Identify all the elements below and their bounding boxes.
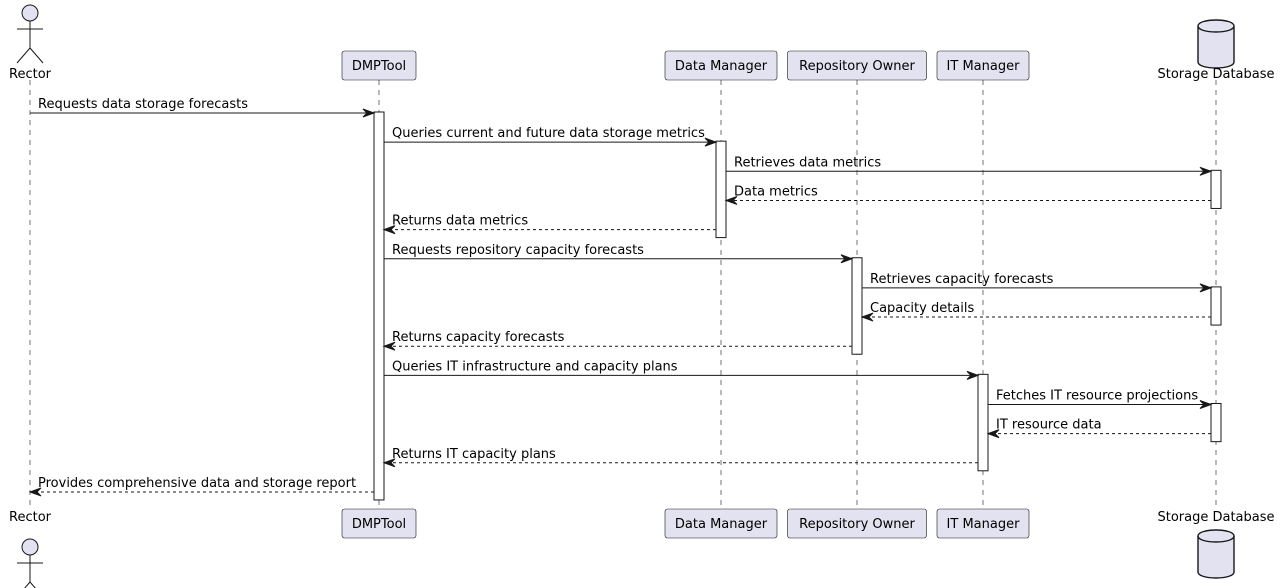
message-6: Requests repository capacity forecasts <box>384 243 854 264</box>
message-label: Returns data metrics <box>392 214 528 229</box>
message-label: Capacity details <box>870 301 974 316</box>
message-4: Data metrics <box>724 184 1211 205</box>
message-14: Provides comprehensive data and storage … <box>28 476 374 497</box>
participant-label: Repository Owner <box>799 59 915 74</box>
arrow-head-icon <box>986 429 1000 439</box>
participant-box <box>664 50 778 81</box>
activation-datamgr-1 <box>715 140 727 239</box>
participant-box <box>787 50 927 81</box>
participant-datamgr-bottom: Data Manager <box>664 508 778 539</box>
participant-storagedb-bottom: Storage Database <box>1157 510 1275 579</box>
participant-label: DMPTool <box>352 59 406 74</box>
participant-dmptool-bottom: DMPTool <box>341 508 417 539</box>
arrow-head-icon <box>1199 400 1213 409</box>
message-10: Queries IT infrastructure and capacity p… <box>384 359 980 380</box>
participant-repoowner-bottom: Repository Owner <box>787 508 927 539</box>
participant-label: Data Manager <box>675 517 768 532</box>
activation-bars <box>373 111 1222 501</box>
participant-label: Rector <box>9 67 52 82</box>
participant-label: Data Manager <box>675 59 768 74</box>
message-8: Capacity details <box>860 301 1211 322</box>
message-13: Returns IT capacity plans <box>382 447 978 468</box>
message-label: Retrieves capacity forecasts <box>870 272 1054 287</box>
actor-body-icon <box>17 555 43 588</box>
message-label: Returns capacity forecasts <box>392 330 565 345</box>
participant-box <box>341 508 417 539</box>
participant-label: IT Manager <box>947 59 1021 74</box>
arrow-head-icon <box>28 487 42 497</box>
participant-rector-bottom: Rector <box>9 510 52 588</box>
participant-box <box>936 50 1030 81</box>
message-label: Fetches IT resource projections <box>996 389 1198 404</box>
arrow-head-icon <box>362 108 376 118</box>
participant-itmgr-bottom: IT Manager <box>936 508 1030 539</box>
message-1: Requests data storage forecasts <box>30 97 376 118</box>
message-label: Provides comprehensive data and storage … <box>38 476 356 491</box>
message-7: Retrieves capacity forecasts <box>862 272 1213 293</box>
arrow-head-icon <box>860 312 874 322</box>
participant-label: IT Manager <box>947 517 1021 532</box>
arrow-head-icon <box>382 225 396 235</box>
message-label: Requests data storage forecasts <box>38 97 248 112</box>
actor-head-icon <box>21 4 39 22</box>
database-rim-icon <box>1197 535 1235 543</box>
participant-rector-top: Rector <box>9 4 52 82</box>
participant-label: Repository Owner <box>799 517 915 532</box>
arrow-head-icon <box>1199 283 1213 293</box>
activation-storagedb-6 <box>1210 403 1222 443</box>
participant-label: Storage Database <box>1157 510 1274 525</box>
arrow-head-icon <box>1199 166 1213 176</box>
participant-datamgr-top: Data Manager <box>664 50 778 81</box>
activation-storagedb-4 <box>1210 286 1222 326</box>
participant-itmgr-top: IT Manager <box>936 50 1030 81</box>
activation-dmptool-0 <box>373 111 385 501</box>
participant-repoowner-top: Repository Owner <box>787 50 927 81</box>
activation-itmgr-5 <box>977 373 989 472</box>
arrow-head-icon <box>966 370 980 380</box>
message-label: Returns IT capacity plans <box>392 447 556 462</box>
message-label: Queries IT infrastructure and capacity p… <box>392 359 678 374</box>
actor-head-icon <box>21 538 39 556</box>
arrow-head-icon <box>382 341 396 351</box>
participant-label: Rector <box>9 510 52 525</box>
message-9: Returns capacity forecasts <box>382 330 852 351</box>
database-rim-icon <box>1197 25 1235 33</box>
message-2: Queries current and future data storage … <box>384 126 718 147</box>
participant-storagedb-top: Storage Database <box>1157 19 1275 82</box>
participant-label: Storage Database <box>1157 67 1274 82</box>
arrow-head-icon <box>704 137 718 147</box>
message-label: Retrieves data metrics <box>734 155 881 170</box>
participant-dmptool-top: DMPTool <box>341 50 417 81</box>
participant-box <box>936 508 1030 539</box>
actor-body-icon <box>16 21 44 64</box>
participants-bottom: Rector DMPTool Data Manager Repository Owne… <box>9 508 1275 588</box>
participant-box <box>664 508 778 539</box>
message-12: IT resource data <box>986 418 1211 439</box>
message-5: Returns data metrics <box>382 214 716 235</box>
participant-box <box>787 508 927 539</box>
message-label: IT resource data <box>996 418 1102 433</box>
arrow-head-icon <box>840 254 854 264</box>
activation-repoowner-3 <box>851 257 863 355</box>
message-label: Data metrics <box>734 184 818 199</box>
message-label: Requests repository capacity forecasts <box>392 243 644 258</box>
message-3: Retrieves data metrics <box>726 155 1213 176</box>
message-11: Fetches IT resource projections <box>988 389 1213 409</box>
participants-top: Rector DMPTool Data Manager Repository Owne… <box>9 4 1275 82</box>
arrow-head-icon <box>724 195 738 205</box>
participant-box <box>341 50 417 81</box>
message-label: Queries current and future data storage … <box>392 126 705 141</box>
participant-label: DMPTool <box>352 517 406 532</box>
arrow-head-icon <box>382 458 396 468</box>
activation-storagedb-2 <box>1210 169 1222 209</box>
lifelines <box>29 80 1217 509</box>
